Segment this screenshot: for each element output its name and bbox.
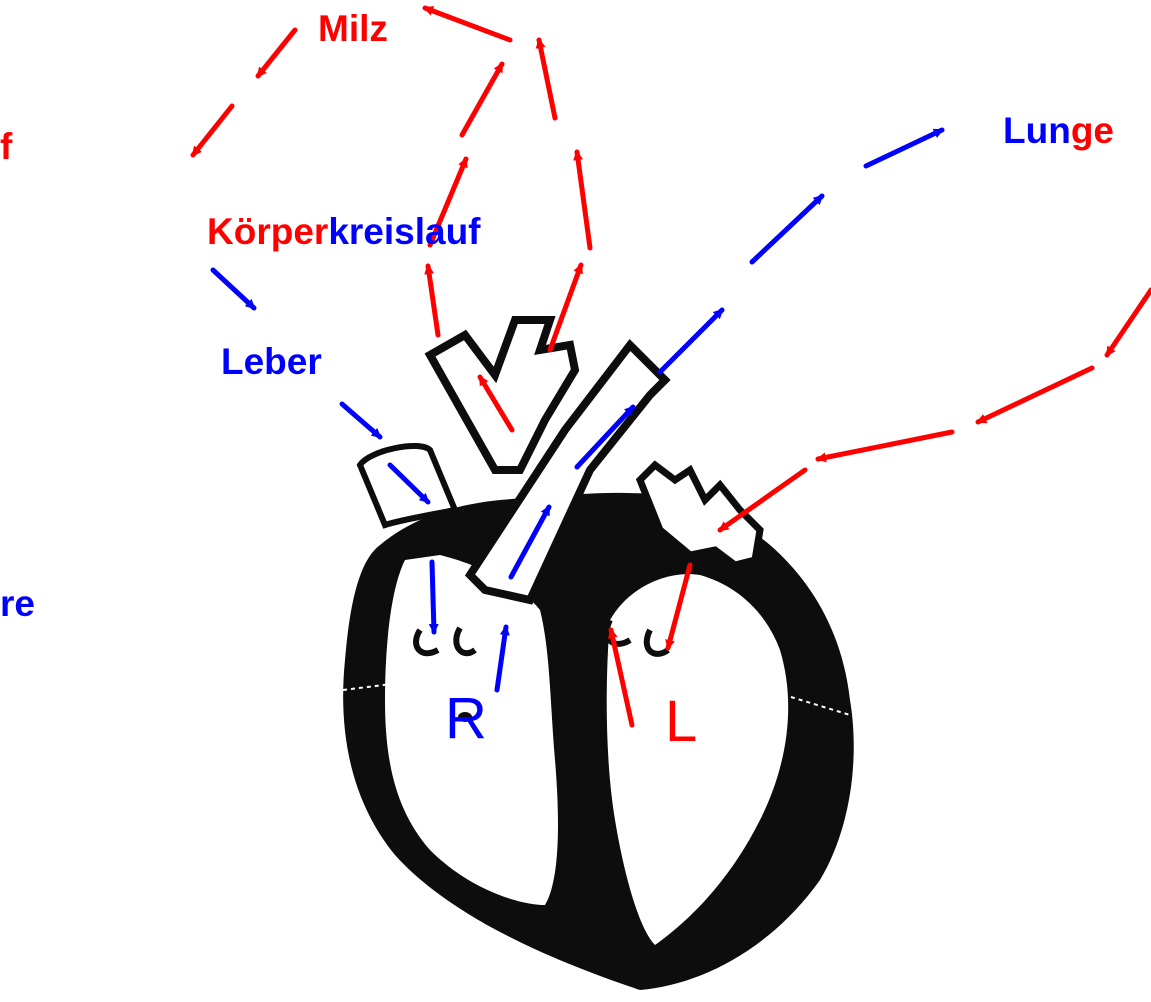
arrow-icon [425,8,510,40]
arrow-icon [866,130,942,166]
label-koerper: Körper [207,211,328,252]
arrow-icon [539,40,555,118]
arrow-icon [550,265,581,350]
arrow-icon [1107,290,1151,355]
label-lunge-part2: ge [1071,110,1114,151]
arrow-icon [978,368,1092,422]
label-edge-bottom: re [0,585,35,622]
heart-illustration-icon [343,320,854,990]
arrow-icon [752,196,822,262]
label-milz: Milz [318,10,388,47]
arrow-icon [577,152,590,248]
label-lunge: Lunge [1003,112,1114,149]
arrow-icon [432,562,434,632]
label-koerperkreislauf: Körperkreislauf [207,213,481,250]
label-leber: Leber [221,343,322,380]
arrow-icon [342,404,380,437]
label-right-side: R [445,690,487,748]
label-lunge-part1: Lun [1003,110,1071,151]
arrow-icon [213,270,254,308]
arrow-icon [428,266,438,335]
label-left-side: L [665,693,697,751]
arrow-icon [818,432,952,459]
arrow-icon [258,30,295,76]
arrow-icon [193,106,232,155]
arrow-icon [660,310,722,372]
label-kreislauf: kreislauf [328,211,480,252]
label-edge-top: f [0,128,12,165]
arrow-icon [462,64,502,135]
